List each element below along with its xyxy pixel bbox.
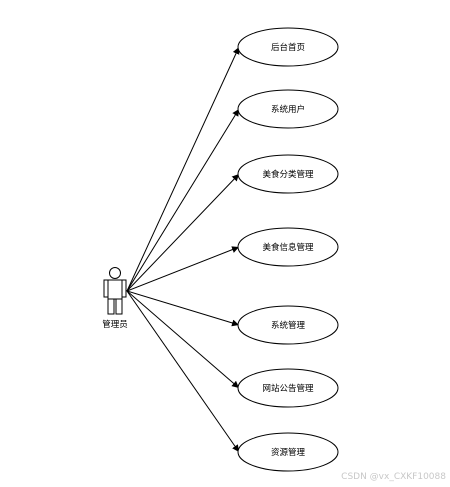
use-case-2: 系统用户 <box>237 89 339 129</box>
use-case-2-label: 系统用户 <box>271 104 305 115</box>
use-case-3: 美食分类管理 <box>237 154 339 194</box>
use-case-6-label: 网站公告管理 <box>262 383 314 394</box>
use-case-5-label: 系统管理 <box>271 320 306 331</box>
use-case-1: 后台首页 <box>237 27 339 67</box>
use-case-7: 资源管理 <box>237 432 339 472</box>
arrow-to-uc-5 <box>126 290 240 327</box>
use-case-6: 网站公告管理 <box>237 368 339 408</box>
use-case-4: 美食信息管理 <box>237 227 339 267</box>
arrow-to-uc-4 <box>126 246 240 292</box>
arrow-to-uc-7 <box>126 290 240 453</box>
watermark: CSDN @vx_CXKF10088 <box>341 472 446 482</box>
use-case-3-label: 美食分类管理 <box>262 169 314 180</box>
use-case-5: 系统管理 <box>237 305 339 345</box>
association-arrows <box>126 46 240 453</box>
arrow-to-uc-6 <box>126 290 240 389</box>
use-case-4-label: 美食信息管理 <box>262 242 314 253</box>
actor-label: 管理员 <box>102 319 128 330</box>
use-case-1-label: 后台首页 <box>271 42 305 53</box>
person-icon <box>103 267 127 315</box>
arrow-to-uc-2 <box>126 108 240 292</box>
actor: 管理员 <box>102 267 128 330</box>
arrow-to-uc-3 <box>126 173 240 292</box>
use-case-7-label: 资源管理 <box>271 447 306 458</box>
arrow-to-uc-1 <box>126 46 240 292</box>
